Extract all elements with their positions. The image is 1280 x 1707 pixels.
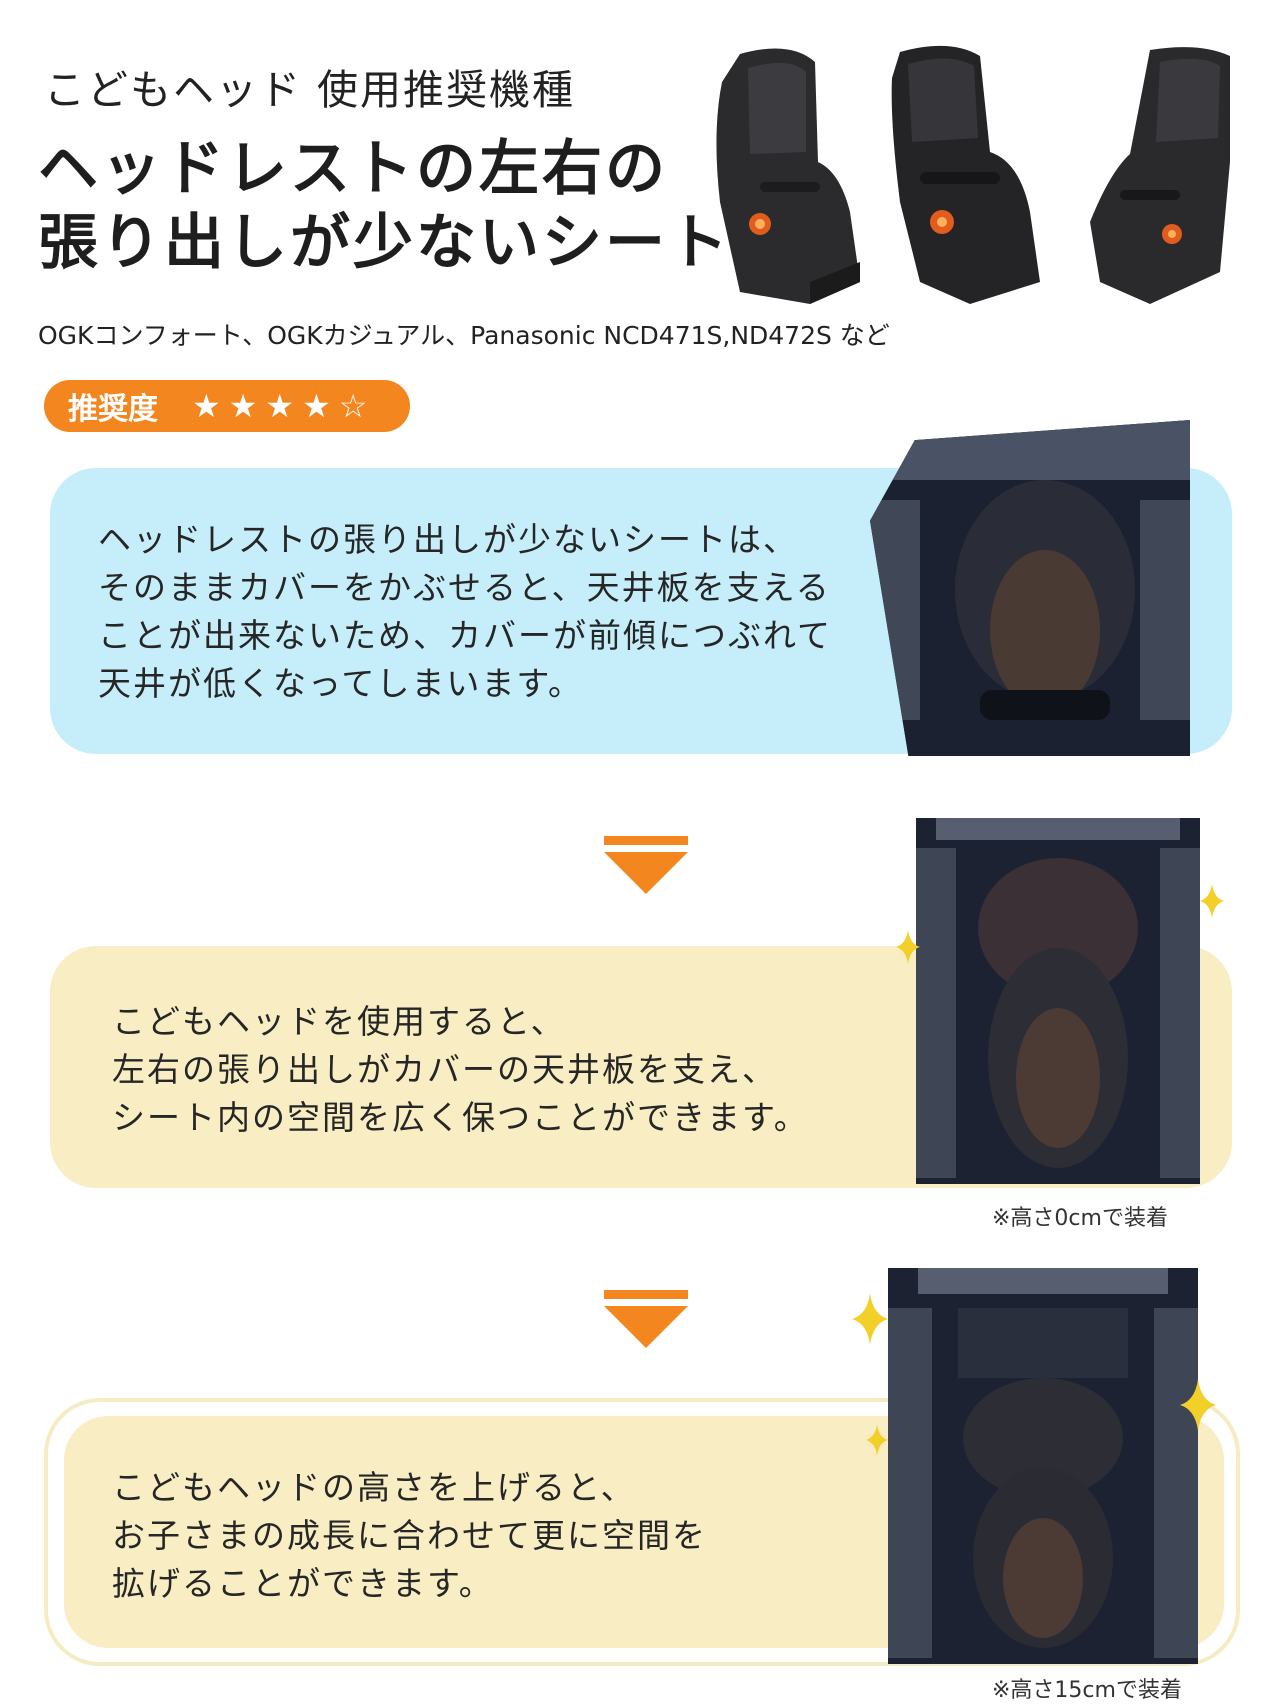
mount-height-note: ※高さ15cmで装着 xyxy=(992,1678,1182,1703)
seat-image-3 xyxy=(1090,47,1230,304)
cover-photo-15cm xyxy=(888,1268,1198,1664)
cover-photo-0cm xyxy=(916,818,1200,1184)
solution-text: こどもヘッドを使用すると、 左右の張り出しがカバーの天井板を支え、 シート内の空… xyxy=(112,998,809,1142)
recommendation-badge: 推奨度 ★★★★☆ xyxy=(44,380,410,432)
growth-text: こどもヘッドの高さを上げると、 お子さまの成長に合わせて更に空間を 拡げることが… xyxy=(112,1464,707,1608)
text-line: お子さまの成長に合わせて更に空間を xyxy=(112,1516,707,1555)
text-line: ヘッドレストの張り出しが少ないシートは、 xyxy=(98,520,798,559)
text-line: そのままカバーをかぶせると、天井板を支える xyxy=(98,568,831,607)
text-line: こどもヘッドを使用すると、 xyxy=(112,1002,566,1041)
compatible-models: OGKコンフォート、OGKカジュアル、Panasonic NCD471S,ND4… xyxy=(38,321,890,350)
sparkle-icon xyxy=(1200,884,1224,918)
page-headline: ヘッドレストの左右の 張り出しが少ないシート xyxy=(38,132,731,280)
down-triangle-arrow-icon xyxy=(604,1290,688,1348)
text-line: こどもヘッドの高さを上げると、 xyxy=(112,1468,636,1507)
cover-photo-collapsed xyxy=(870,420,1190,756)
text-line: ことが出来ないため、カバーが前傾につぶれて xyxy=(98,616,833,655)
text-line: シート内の空間を広く保つことができます。 xyxy=(112,1098,809,1137)
problem-text: ヘッドレストの張り出しが少ないシートは、 そのままカバーをかぶせると、天井板を支… xyxy=(98,516,832,708)
seat-image-1 xyxy=(716,48,860,304)
sparkle-icon xyxy=(1180,1379,1216,1431)
mount-height-note: ※高さ0cmで装着 xyxy=(992,1206,1168,1231)
down-triangle-arrow-icon xyxy=(604,836,688,894)
headline-line-1: ヘッドレストの左右の xyxy=(38,134,668,204)
seat-image-2 xyxy=(891,45,1040,304)
sparkle-icon xyxy=(852,1293,888,1345)
headline-line-2: 張り出しが少ないシート xyxy=(38,208,731,278)
page-subtitle: こどもヘッド 使用推奨機種 xyxy=(44,66,576,114)
rating-label: 推奨度 xyxy=(68,392,158,427)
sparkle-icon xyxy=(896,930,920,964)
rating-stars: ★★★★☆ xyxy=(192,387,376,425)
text-line: 天井が低くなってしまいます。 xyxy=(98,664,584,703)
text-line: 左右の張り出しがカバーの天井板を支え、 xyxy=(112,1050,777,1089)
sparkle-icon xyxy=(866,1424,888,1456)
text-line: 拡げることができます。 xyxy=(112,1564,494,1603)
